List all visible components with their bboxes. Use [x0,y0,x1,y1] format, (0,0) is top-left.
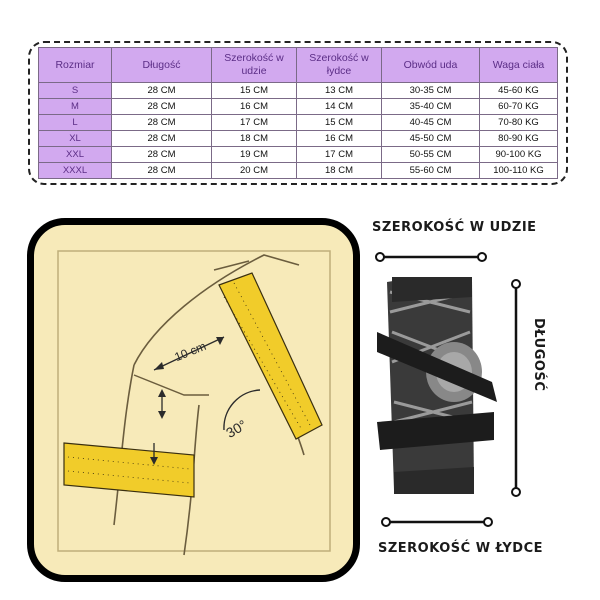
size-table: Rozmiar Długość Szerokość w udzie Szerok… [38,47,558,179]
size-chart: Rozmiar Długość Szerokość w udzie Szerok… [28,41,568,185]
table-cell: 60-70 KG [479,98,558,115]
size-cell: L [38,114,112,131]
table-cell: 17 CM [211,114,297,131]
distance-label: 10 cm [172,339,208,364]
size-cell: S [38,82,112,99]
table-cell: 28 CM [111,130,212,147]
size-cell: XXL [38,146,112,163]
table-header-row: Rozmiar Długość Szerokość w udzie Szerok… [38,47,558,83]
lower-measuring-tape [63,442,195,498]
table-cell: 16 CM [296,130,382,147]
length-label: DŁUGOŚĆ [531,318,546,392]
table-cell: 28 CM [111,114,212,131]
angle-label: 30° [223,416,249,440]
thigh-width-label: SZEROKOŚĆ W UDZIE [372,220,537,235]
upper-measuring-tape [218,272,323,440]
length-dimension-line [511,279,521,497]
table-cell: 20 CM [211,162,297,179]
table-cell: 15 CM [296,114,382,131]
table-cell: 19 CM [211,146,297,163]
table-cell: 100-110 KG [479,162,558,179]
table-cell: 16 CM [211,98,297,115]
table-cell: 14 CM [296,98,382,115]
header-size: Rozmiar [38,47,112,83]
table-cell: 50-55 CM [381,146,480,163]
table-cell: 45-60 KG [479,82,558,99]
table-cell: 18 CM [296,162,382,179]
header-thigh-circumference: Obwód uda [381,47,480,83]
size-cell: XXXL [38,162,112,179]
header-body-weight: Waga ciała [479,47,558,83]
knee-measurement-illustration: 10 cm 30° [27,218,360,582]
table-cell: 28 CM [111,82,212,99]
header-length: Długość [111,47,212,83]
leg-drawing: 10 cm 30° [57,250,331,556]
table-cell: 40-45 CM [381,114,480,131]
table-cell: 30-35 CM [381,82,480,99]
table-cell: 28 CM [111,98,212,115]
table-cell: 28 CM [111,162,212,179]
calf-width-label: SZEROKOŚĆ W ŁYDCE [378,541,544,556]
table-cell: 28 CM [111,146,212,163]
knee-brace-product-image [377,277,497,494]
header-thigh-width: Szerokość w udzie [211,47,297,83]
table-cell: 55-60 CM [381,162,480,179]
table-cell: 18 CM [211,130,297,147]
table-cell: 13 CM [296,82,382,99]
table-cell: 35-40 CM [381,98,480,115]
table-cell: 15 CM [211,82,297,99]
table-cell: 90-100 KG [479,146,558,163]
table-cell: 17 CM [296,146,382,163]
calf-width-dimension-line [381,517,493,527]
table-cell: 80-90 KG [479,130,558,147]
table-cell: 70-80 KG [479,114,558,131]
size-cell: M [38,98,112,115]
header-calf-width: Szerokość w łydce [296,47,382,83]
size-cell: XL [38,130,112,147]
thigh-width-dimension-line [375,252,487,262]
table-cell: 45-50 CM [381,130,480,147]
